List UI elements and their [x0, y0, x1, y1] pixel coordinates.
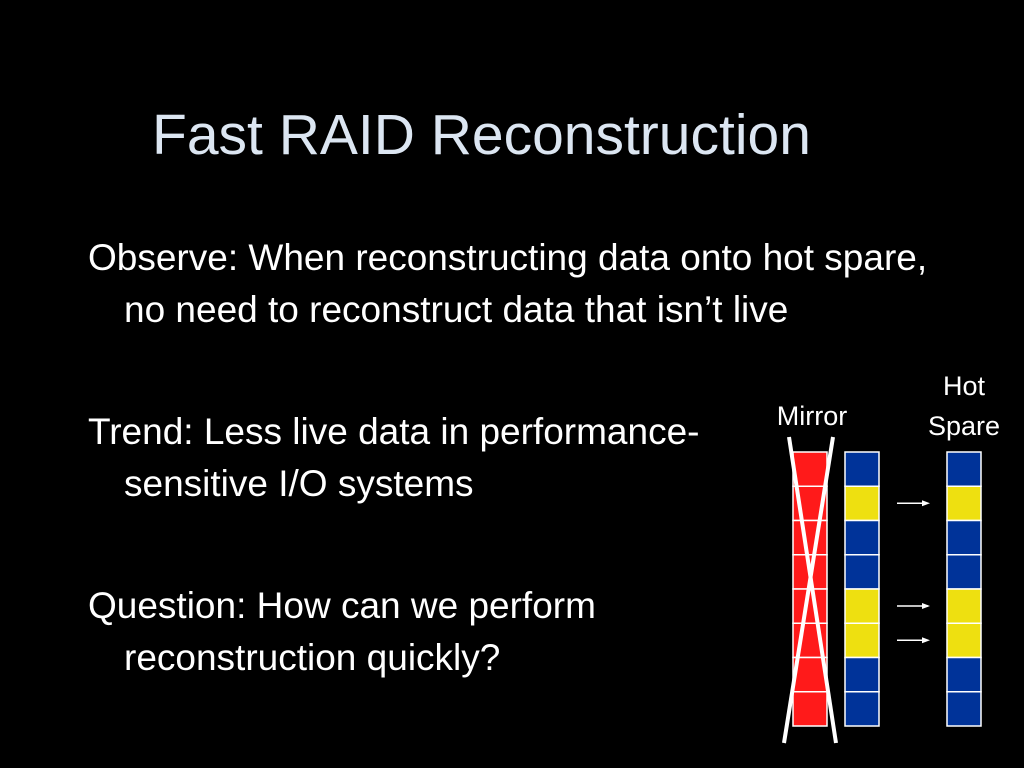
- slide-title: Fast RAID Reconstruction: [152, 103, 811, 167]
- bullet-question-line2: reconstruction quickly?: [124, 637, 501, 678]
- mirror-disk-block-empty: [844, 691, 880, 727]
- hot-spare-label-line2: Spare: [927, 411, 1001, 441]
- hot-spare-block-empty: [946, 691, 982, 727]
- failed-disk-block: [792, 691, 828, 727]
- hot-spare-block-empty: [946, 519, 982, 556]
- mirror-disk-block-empty: [844, 519, 880, 556]
- failed-disk-block: [792, 519, 828, 556]
- bullet-question-line1: Question: How can we perform: [88, 585, 596, 626]
- hot-spare-label: Hot Spare: [912, 366, 1016, 446]
- mirror-label: Mirror: [776, 401, 848, 431]
- bullet-trend-line1: Trend: Less live data in performance-: [88, 411, 700, 452]
- bullet-trend: Trend: Less live data in performance- se…: [88, 406, 1024, 510]
- bullet-observe: Observe: When reconstructing data onto h…: [88, 232, 1024, 336]
- bullet-observe-line1: Observe: When reconstructing data onto h…: [88, 237, 928, 278]
- bullet-trend-line2: sensitive I/O systems: [124, 463, 474, 504]
- bullet-observe-line2: no need to reconstruct data that isn’t l…: [124, 289, 789, 330]
- bullet-question: Question: How can we perform reconstruct…: [88, 580, 1024, 684]
- hot-spare-label-line1: Hot: [942, 371, 986, 401]
